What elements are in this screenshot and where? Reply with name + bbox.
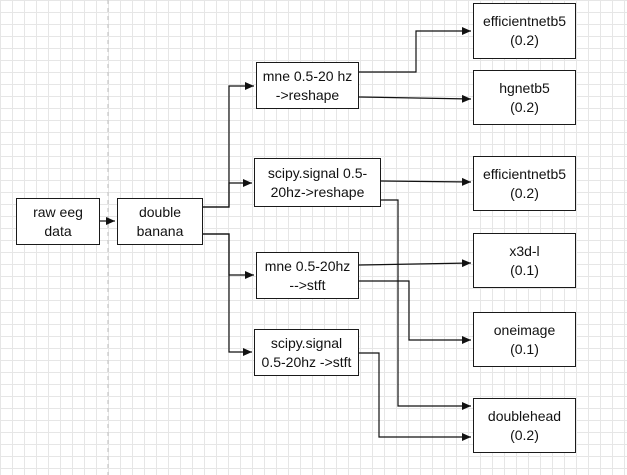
node-doublehead[interactable]: doublehead (0.2) <box>473 398 576 453</box>
node-double-banana[interactable]: double banana <box>117 198 203 245</box>
arrow-mne-stft-to-oneimage <box>359 280 471 344</box>
node-label-line: (0.2) <box>510 32 539 48</box>
arrow-mne-stft-to-x3d <box>358 259 472 268</box>
node-hgnetb5[interactable]: hgnetb5 (0.2) <box>473 70 576 125</box>
node-label-line: oneimage <box>493 321 556 338</box>
node-label-line: data <box>44 222 72 239</box>
node-mne-stft[interactable]: mne 0.5-20hz -->stft <box>256 252 359 299</box>
arrow-scipy-stft-to-doublehead <box>359 352 471 441</box>
node-label-line: scipy.signal <box>270 334 343 351</box>
arrow-scipy-reshape-to-doublehead <box>381 199 471 410</box>
arrow-banana-to-scipy-stft <box>203 233 252 356</box>
node-label-line: banana <box>136 222 184 239</box>
node-label-line: x3d-l <box>509 242 540 259</box>
node-label-line: 20hz->reshape <box>270 183 365 200</box>
node-raw-eeg-data[interactable]: raw eeg data <box>16 198 100 245</box>
node-label-line: (0.1) <box>510 340 539 357</box>
node-efficientnetb5-b[interactable]: efficientnetb5 (0.2) <box>473 156 576 211</box>
node-scipy-reshape[interactable]: scipy.signal 0.5- 20hz->reshape <box>254 158 381 207</box>
node-oneimage[interactable]: oneimage (0.1) <box>473 312 576 367</box>
node-label-line: efficientnetb5 <box>482 13 567 29</box>
node-label-line: mne 0.5-20 hz <box>262 67 353 84</box>
node-x3d-l[interactable]: x3d-l (0.1) <box>473 233 576 288</box>
node-label-line: (0.2) <box>510 98 539 115</box>
arrow-scipy-reshape-to-effnet-2 <box>380 177 472 186</box>
node-label-line: doublehead <box>487 407 562 424</box>
node-label-line: ->reshape <box>275 86 340 103</box>
node-label-line: (0.2) <box>510 184 539 201</box>
node-mne-reshape[interactable]: mne 0.5-20 hz ->reshape <box>256 62 359 109</box>
node-label-line: hgnetb5 <box>499 79 550 96</box>
arrow-mne-reshape-to-hgnet <box>358 94 472 103</box>
node-label-line: double <box>138 203 182 220</box>
node-label-line: -->stft <box>289 276 326 293</box>
node-scipy-stft[interactable]: scipy.signal 0.5-20hz ->stft <box>254 329 359 376</box>
node-label-line: (0.1) <box>510 261 539 278</box>
node-label-line: scipy.signal 0.5- <box>267 164 368 181</box>
arrow-mne-reshape-to-effnet-1 <box>359 27 471 73</box>
node-label-line: mne 0.5-20hz <box>264 257 351 274</box>
node-label-line: efficientnetb5 <box>482 165 567 182</box>
node-label-line: raw eeg <box>33 203 83 220</box>
node-label-line: (0.2) <box>510 426 539 443</box>
node-efficientnetb5-a[interactable]: efficientnetb5 (0.2) <box>473 3 576 59</box>
arrow-banana-to-scipy-reshape <box>203 179 252 208</box>
node-label-line: 0.5-20hz ->stft <box>261 353 352 370</box>
